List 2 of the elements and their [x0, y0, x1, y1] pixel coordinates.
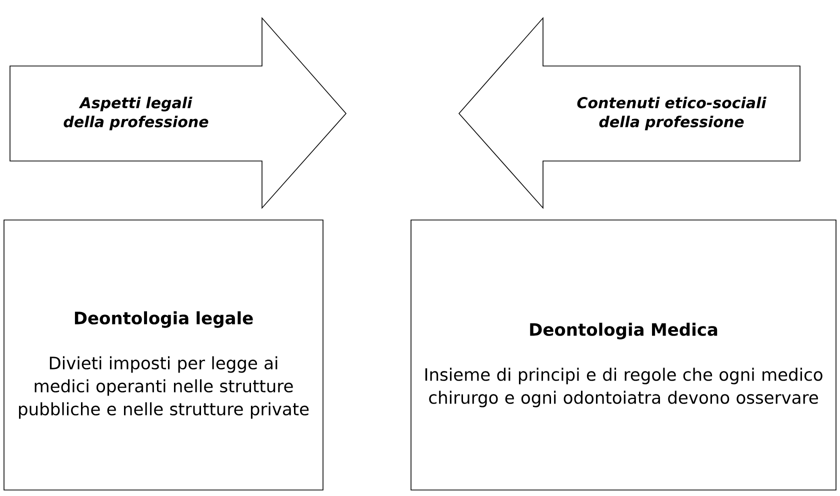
text-box: Deontologia legale Divieti imposti per legge ai medici operanti nelle strutture pubbliche e nelle strutture private — [4, 220, 324, 490]
text-box: Deontologia Medica Insieme di principi e di regole che ogni medico chirurgo e ogni odontoiatra devono osservare — [410, 220, 836, 490]
